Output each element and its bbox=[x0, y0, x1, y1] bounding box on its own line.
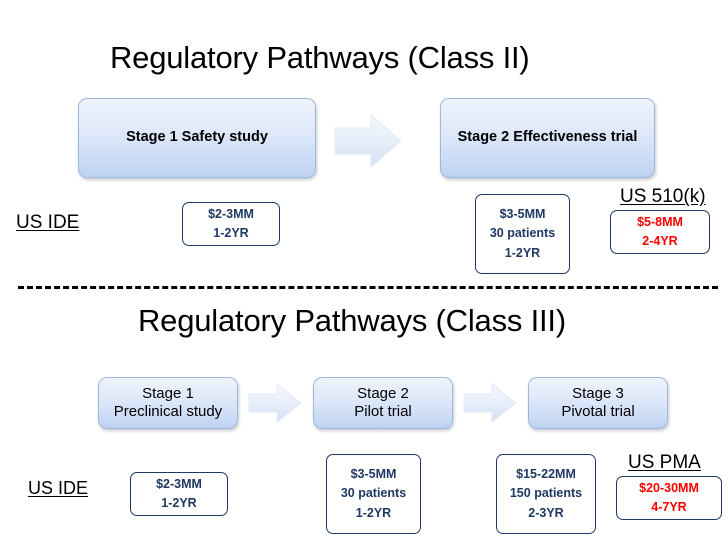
class3-stage-3-line1: Stage 3 bbox=[572, 385, 624, 403]
class3-arrow-2 bbox=[462, 382, 518, 424]
info-line: $2-3MM bbox=[156, 476, 202, 491]
class2-stage-2-label: Stage 2 Effectiveness trial bbox=[457, 129, 638, 146]
class3-stage-1-label: Stage 1 Preclinical study bbox=[108, 385, 228, 420]
class2-stage-1-box[interactable]: Stage 1 Safety study bbox=[78, 98, 316, 178]
class3-stage-1-box[interactable]: Stage 1 Preclinical study bbox=[98, 377, 238, 429]
info-line: $20-30MM bbox=[639, 480, 699, 495]
class3-info-box-stage-2: $3-5MM 30 patients 1-2YR bbox=[326, 454, 421, 534]
class3-arrow-1 bbox=[247, 382, 303, 424]
info-line: $2-3MM bbox=[208, 206, 254, 221]
right-arrow-icon bbox=[248, 382, 302, 424]
class3-pathway-label-us-ide: US IDE bbox=[28, 478, 89, 498]
info-line: $15-22MM bbox=[516, 466, 576, 481]
class2-pathway-label-us-510k: US 510(k) bbox=[620, 186, 706, 207]
class2-info-box-stage-1: $2-3MM 1-2YR bbox=[182, 202, 280, 246]
class2-title: Regulatory Pathways (Class II) bbox=[110, 40, 530, 75]
class2-stage-1-label: Stage 1 Safety study bbox=[126, 129, 268, 146]
right-arrow-icon bbox=[463, 382, 517, 424]
class3-title: Regulatory Pathways (Class III) bbox=[138, 303, 566, 338]
class3-stage-2-line1: Stage 2 bbox=[357, 385, 409, 403]
class3-info-box-us-pma: $20-30MM 4-7YR bbox=[616, 476, 722, 520]
info-line: $5-8MM bbox=[637, 214, 683, 229]
class3-info-box-stage-3: $15-22MM 150 patients 2-3YR bbox=[496, 454, 596, 534]
info-line: 2-4YR bbox=[642, 234, 678, 248]
info-line: 150 patients bbox=[509, 486, 583, 501]
info-line: 1-2YR bbox=[161, 496, 197, 510]
class3-info-box-stage-1: $2-3MM 1-2YR bbox=[130, 472, 228, 516]
class2-info-box-us-510k: $5-8MM 2-4YR bbox=[610, 210, 710, 254]
info-line: 1-2YR bbox=[213, 226, 249, 240]
info-line: 4-7YR bbox=[651, 500, 687, 514]
class3-pathway-label-us-pma: US PMA bbox=[628, 452, 701, 473]
class2-info-box-stage-2: $3-5MM 30 patients 1-2YR bbox=[475, 194, 570, 274]
class3-stage-3-line2: Pivotal trial bbox=[561, 403, 635, 420]
section-divider bbox=[18, 286, 718, 289]
info-line: 2-3YR bbox=[528, 505, 564, 520]
class3-stage-2-line2: Pilot trial bbox=[354, 403, 412, 420]
info-line: $3-5MM bbox=[350, 466, 397, 481]
info-line: 30 patients bbox=[489, 226, 556, 241]
class3-stage-2-box[interactable]: Stage 2 Pilot trial bbox=[313, 377, 453, 429]
info-line: 1-2YR bbox=[355, 505, 392, 520]
class3-stage-3-label: Stage 3 Pivotal trial bbox=[555, 385, 640, 420]
info-line: $3-5MM bbox=[499, 206, 546, 221]
class2-pathway-label-us-ide: US IDE bbox=[16, 212, 80, 233]
class3-stage-2-label: Stage 2 Pilot trial bbox=[348, 385, 418, 420]
class3-stage-1-line2: Preclinical study bbox=[113, 403, 223, 420]
class2-arrow-1 bbox=[333, 112, 403, 170]
right-arrow-icon bbox=[334, 113, 402, 169]
class3-stage-1-line1: Stage 1 bbox=[142, 385, 194, 403]
info-line: 30 patients bbox=[340, 486, 407, 501]
class3-stage-3-box[interactable]: Stage 3 Pivotal trial bbox=[528, 377, 668, 429]
info-line: 1-2YR bbox=[504, 245, 541, 260]
class2-stage-2-box[interactable]: Stage 2 Effectiveness trial bbox=[440, 98, 655, 178]
